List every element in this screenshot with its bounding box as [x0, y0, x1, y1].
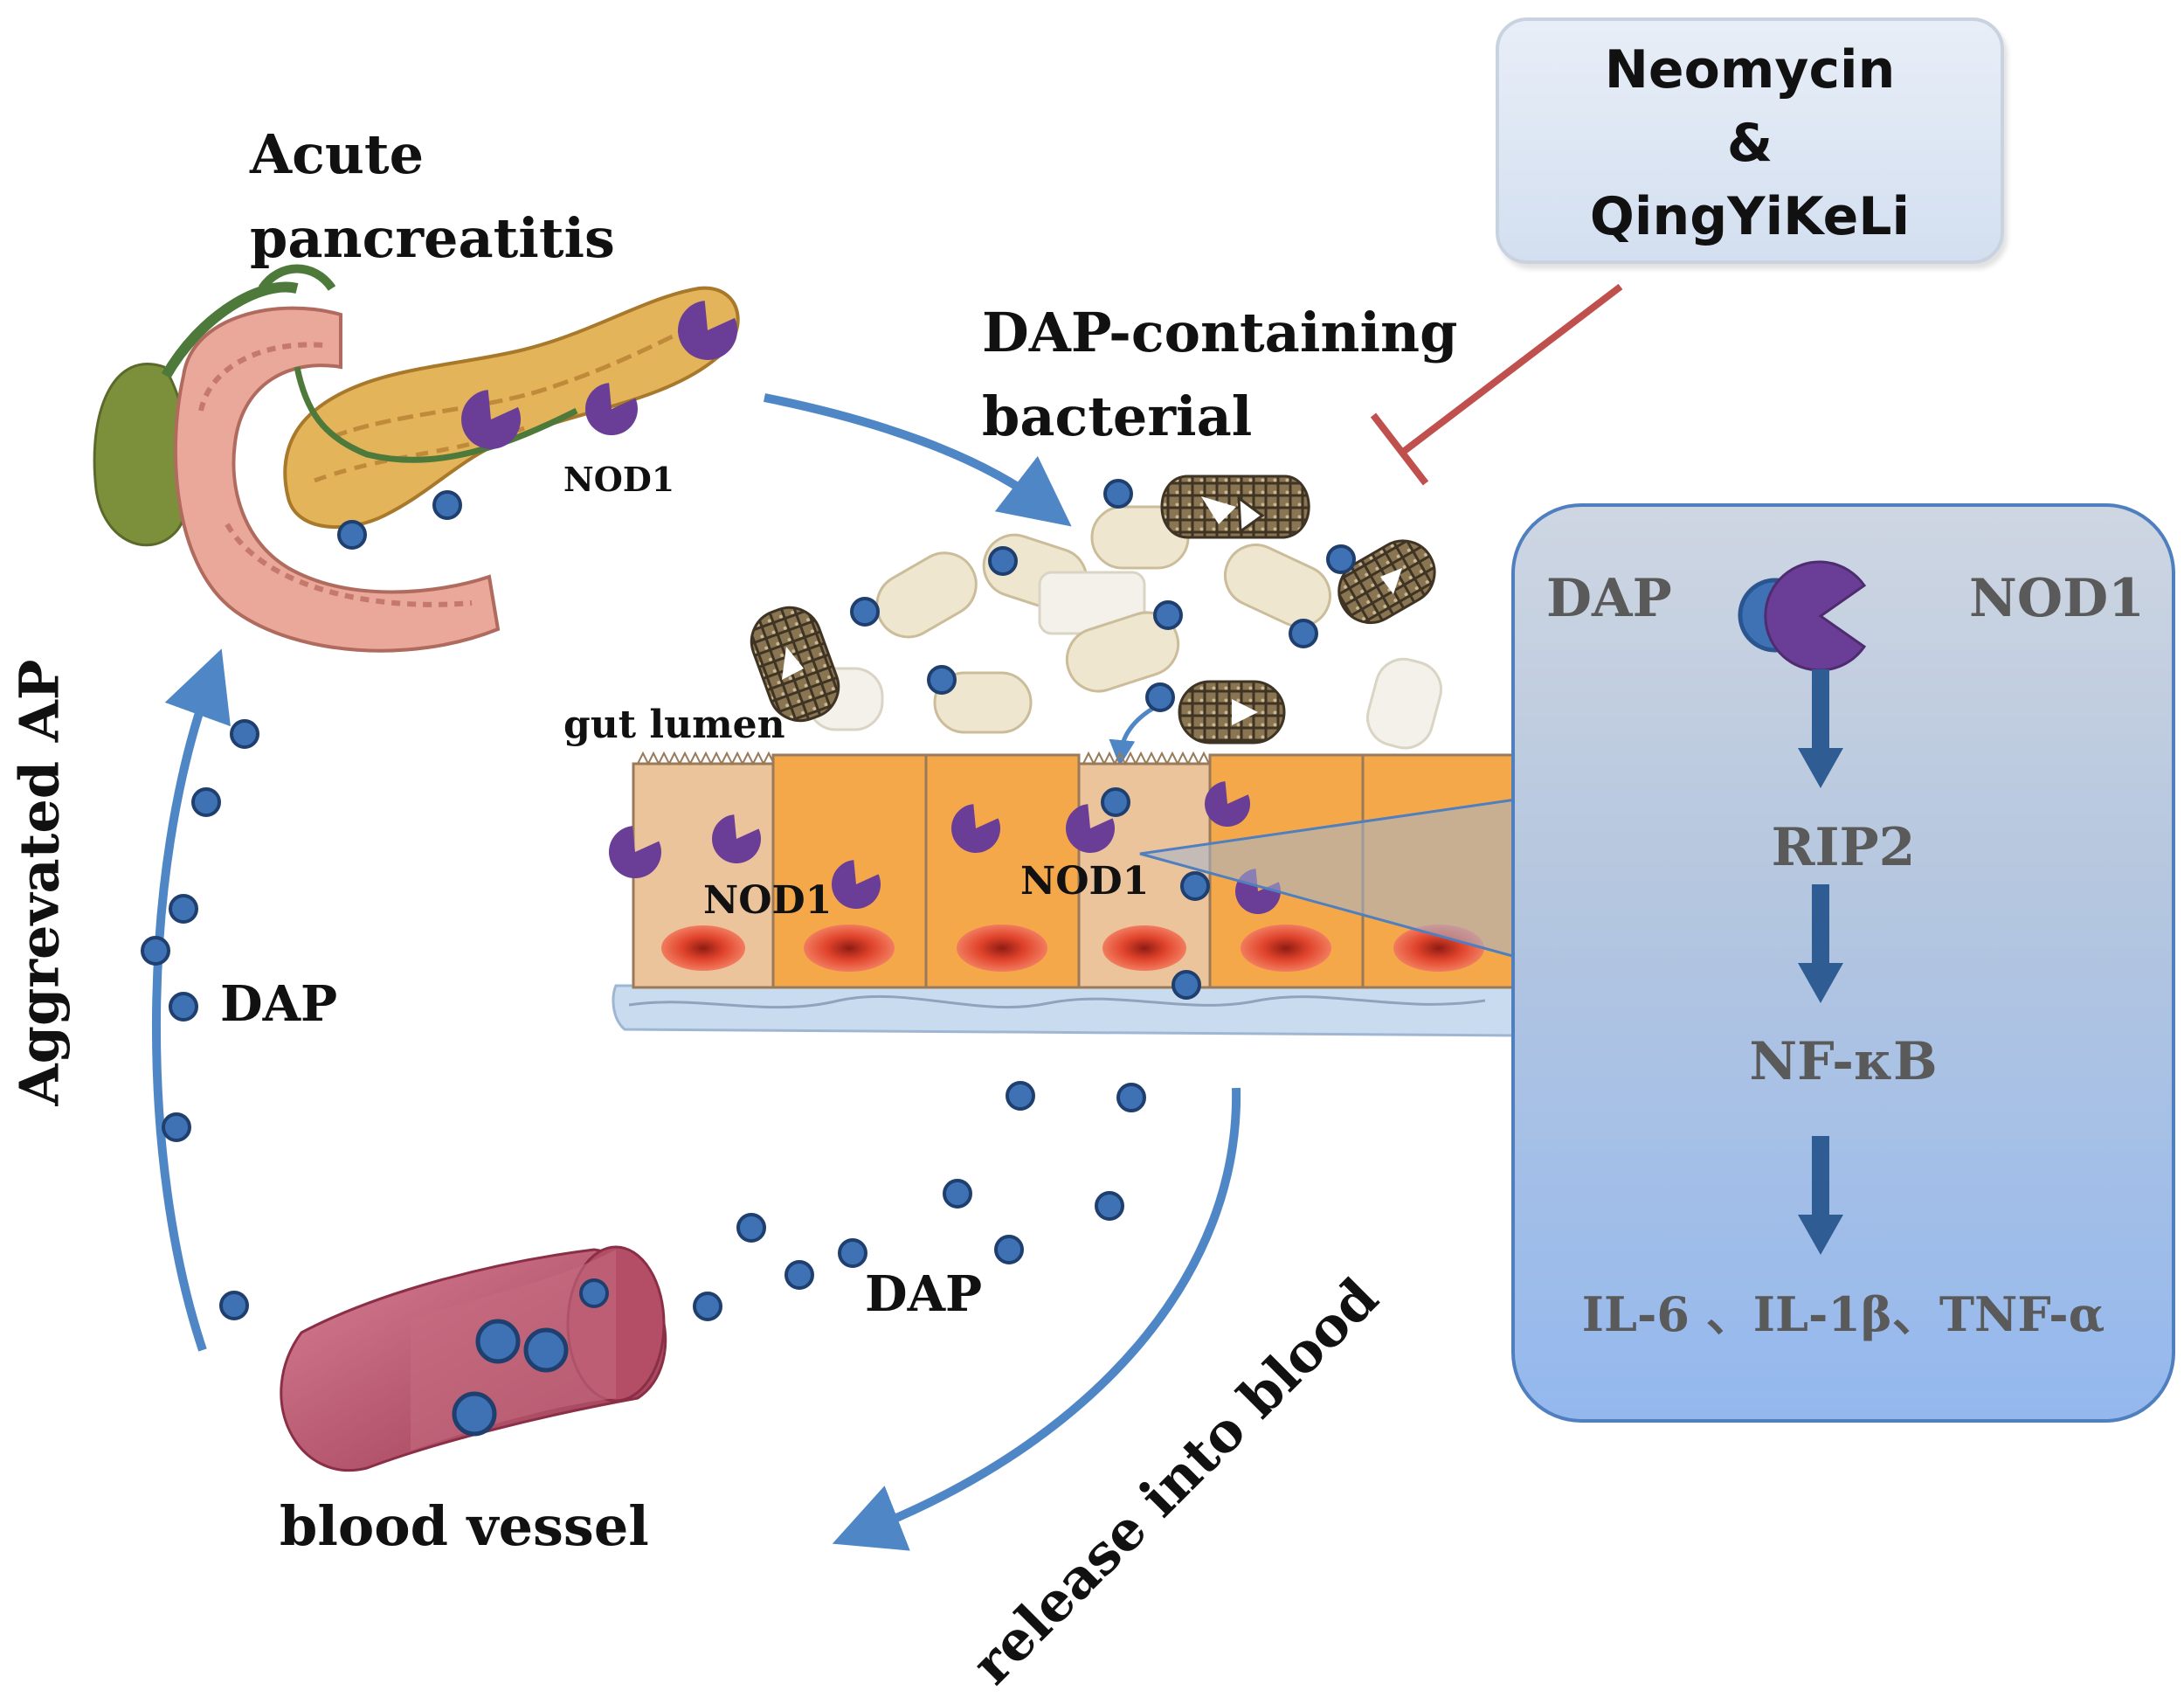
pathway-dap-nod1-icons [1738, 560, 1867, 672]
blood-vessel-illustration [280, 1245, 667, 1472]
pathway-rip2: RIP2 [1771, 817, 1916, 878]
dap-dot [943, 1179, 972, 1209]
gut-epithelium [612, 751, 1517, 1037]
dap-bacteria-label-2: bacterial [982, 384, 1253, 448]
dap-dot [693, 1292, 722, 1321]
pathway-panel: DAP NOD1 RIP2 NF-κB IL-6 、IL-1β、TNF-α [1511, 503, 2175, 1423]
pathway-arrow-2 [1798, 884, 1843, 1003]
acute-label-2: pancreatitis [250, 206, 615, 270]
pathway-dap-label: DAP [1546, 568, 1672, 629]
pathway-nfkb: NF-κB [1749, 1031, 1938, 1092]
nod1-cell-label-a: NOD1 [703, 878, 833, 923]
nod1-pacman [712, 814, 762, 863]
nod1-pacman [584, 383, 638, 435]
dap-dot [1289, 619, 1318, 648]
nod1-pacman [1066, 804, 1116, 853]
nod1-receptors [461, 301, 1281, 914]
nod1-pacman-icon [1764, 560, 1867, 672]
dap-dot [169, 894, 198, 924]
nod1-pacman [1205, 781, 1250, 827]
dap-dot [1180, 871, 1210, 901]
dap-dot [736, 1213, 766, 1243]
dap-dot [230, 719, 259, 749]
dap-dot [927, 665, 957, 695]
dap-dot [1095, 1191, 1124, 1221]
dap-dot [1326, 544, 1356, 574]
dap-dot [169, 992, 198, 1022]
dap-dot [1153, 600, 1183, 630]
aggravated-ap-label: Aggrevated AP [7, 659, 72, 1106]
dap-dot [838, 1238, 867, 1268]
nod1-pacman [461, 390, 522, 449]
diagram: Neomycin & QingYiKeLi DAP NOD1 RIP2 NF-κ… [7, 17, 2175, 1697]
dap-dot [1116, 1083, 1146, 1112]
drug-ampersand: & [1726, 113, 1773, 174]
pathway-arrow-1 [1798, 669, 1843, 788]
dap-dot [432, 490, 462, 520]
nod1-pacman [678, 301, 738, 360]
dap-dot [452, 1391, 497, 1437]
dap-dot [988, 546, 1018, 576]
nod1-pacman [832, 860, 881, 909]
dap-dot [141, 936, 170, 966]
dap-dot [994, 1235, 1024, 1264]
drug-box: Neomycin & QingYiKeLi [1496, 17, 2004, 264]
dap-dot [1171, 970, 1201, 1000]
bacteria-cluster [750, 474, 1442, 750]
diagram-artwork [93, 264, 1623, 1551]
nod1-cell-label-b: NOD1 [1020, 859, 1150, 904]
nod1-pacman [608, 826, 661, 878]
dap-label-bottom: DAP [865, 1265, 983, 1323]
dap-dot [337, 520, 367, 550]
dap-dot [162, 1112, 191, 1142]
dap-dot [850, 597, 880, 627]
dap-dot [784, 1260, 814, 1290]
dap-dot [219, 1291, 249, 1320]
inhibition-arrow [1370, 283, 1623, 486]
dap-bacteria-label-1: DAP-containing [982, 301, 1458, 364]
dap-dot [523, 1327, 569, 1373]
dap-dot [191, 787, 221, 817]
drug-neomycin: Neomycin [1604, 39, 1896, 100]
gut-lumen-label: gut lumen [563, 703, 785, 747]
dap-dot [1006, 1081, 1035, 1111]
pathway-arrow-3 [1798, 1136, 1843, 1255]
dap-dot [1103, 479, 1133, 509]
blood-vessel-label: blood vessel [280, 1494, 649, 1558]
dap-dot [579, 1278, 609, 1308]
dap-dot [1145, 682, 1175, 712]
flow-arrows [151, 393, 1241, 1551]
pancreas-illustration [93, 264, 740, 653]
pathway-cytokines: IL-6 、IL-1β、TNF-α [1581, 1286, 2105, 1342]
nod1-pancreas-label: NOD1 [563, 460, 675, 499]
pathway-nod1-label: NOD1 [1969, 568, 2145, 629]
nod1-pacman [951, 804, 1001, 853]
dap-dot [475, 1319, 521, 1364]
acute-label-1: Acute [250, 122, 425, 186]
dap-label-left: DAP [220, 975, 338, 1033]
dap-dot [1101, 787, 1130, 817]
drug-qingyikeli: QingYiKeLi [1589, 186, 1911, 247]
dap-dots [141, 479, 1356, 1437]
